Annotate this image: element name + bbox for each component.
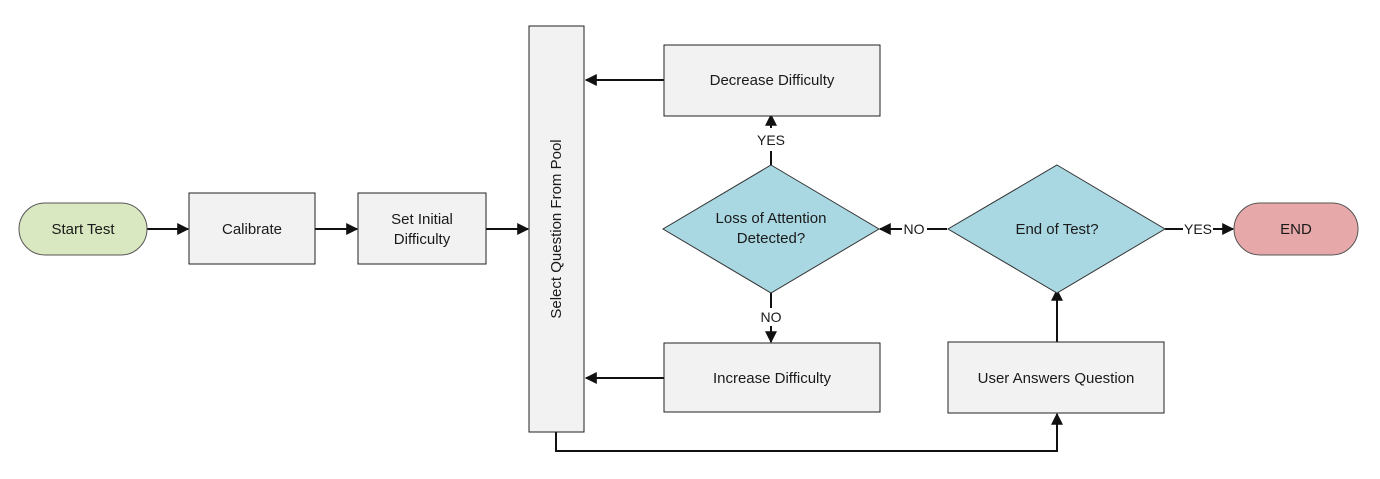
decrease-difficulty-node: Decrease Difficulty (663, 44, 881, 117)
set-initial-difficulty-node: Set Initial Difficulty (357, 192, 487, 265)
calibrate-label: Calibrate (222, 221, 282, 238)
end-of-test-decision: End of Test? (947, 164, 1166, 294)
edge-label-yes-up: YES (757, 132, 785, 148)
start-test-label: Start Test (51, 221, 115, 238)
user-answers-question-node: User Answers Question (947, 341, 1165, 414)
edge-label-no-left: NO (904, 221, 925, 237)
set-initial-label-line1: Set Initial (391, 211, 453, 228)
edge-select-user-answers (555, 412, 1063, 452)
calibrate-node: Calibrate (188, 192, 316, 265)
end-of-test-label: End of Test? (1015, 221, 1098, 238)
end-label: END (1280, 221, 1312, 238)
increase-difficulty-label: Increase Difficulty (713, 370, 832, 387)
set-initial-label-line2: Difficulty (394, 231, 451, 248)
edge-label-yes-right: YES (1184, 221, 1212, 237)
end-node: END (1233, 202, 1359, 256)
select-question-label: Select Question From Pool (548, 139, 565, 318)
decrease-difficulty-label: Decrease Difficulty (710, 72, 835, 89)
start-test-node: Start Test (18, 202, 148, 256)
loss-of-attention-line1: Loss of Attention (716, 210, 827, 227)
loss-of-attention-decision: Loss of Attention Detected? (662, 164, 880, 294)
edge-label-no-down: NO (761, 309, 782, 325)
select-question-node: Select Question From Pool (528, 25, 585, 433)
increase-difficulty-node: Increase Difficulty (663, 342, 881, 413)
user-answers-label: User Answers Question (978, 370, 1135, 387)
loss-of-attention-line2: Detected? (737, 230, 805, 247)
